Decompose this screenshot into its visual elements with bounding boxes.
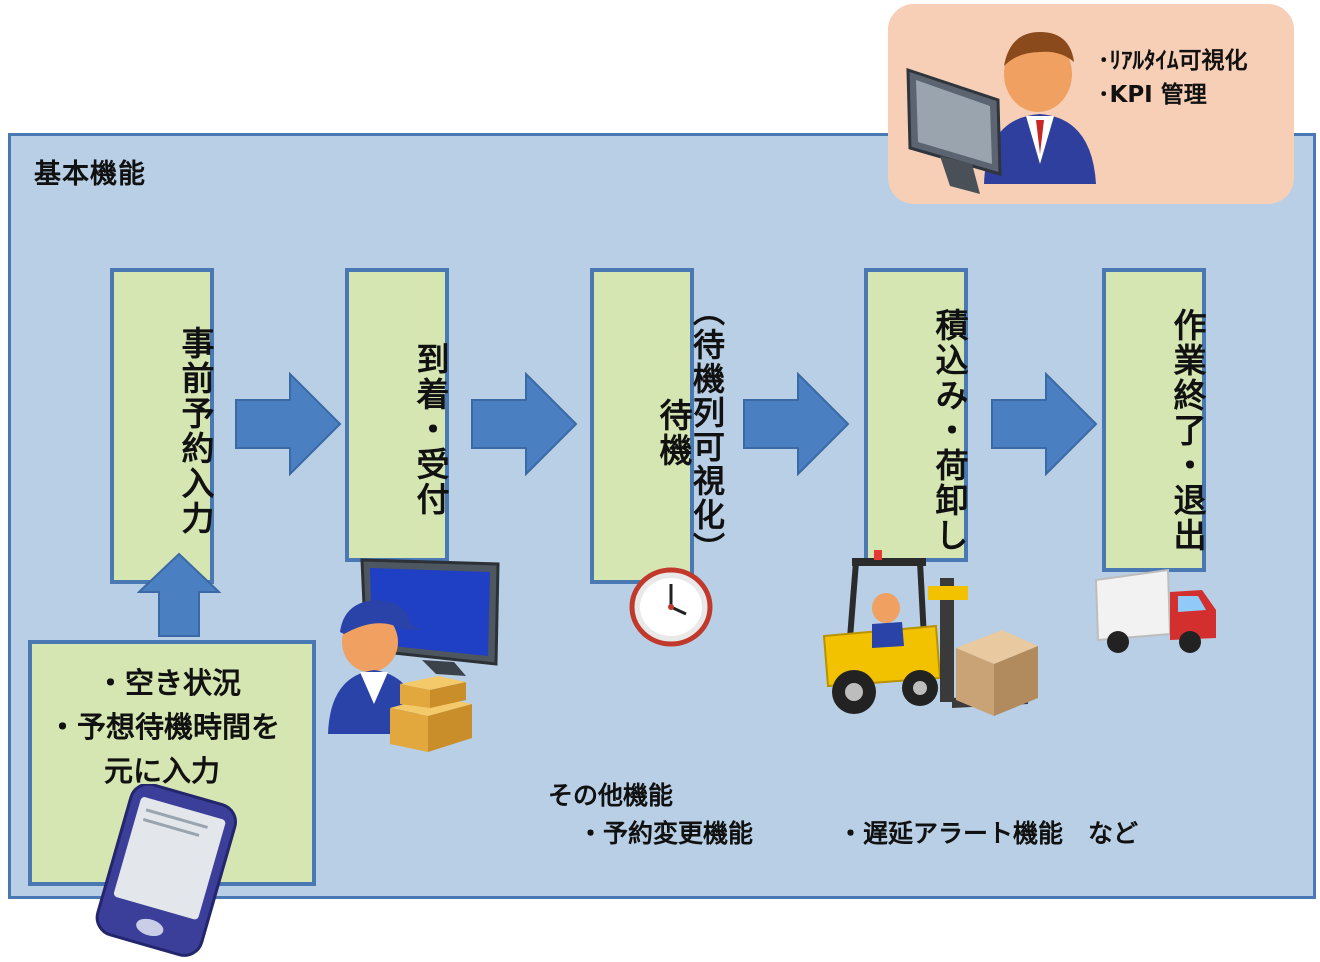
truck-icon [1094,568,1216,653]
up-arrow-icon [137,552,221,637]
flow-arrow-icon [991,372,1098,476]
flow-arrow-icon [471,372,578,476]
step-label-sub: （待機列可視化） [688,294,726,566]
panel-title: 基本機能 [34,159,146,190]
user-monitor-icon [906,32,1096,194]
step-label: 作業終了・退出 [1168,308,1207,553]
kpi-line: ･ﾘｱﾙﾀｲﾑ可視化 [1098,48,1248,74]
kpi-line: ･KPI 管理 [1098,82,1207,108]
forklift-icon [822,550,1038,716]
clock-icon [629,567,713,647]
step-label: 事前予約入力 [176,326,215,536]
step-label: 待機 [654,398,693,468]
kpi-list: ･ﾘｱﾙﾀｲﾑ可視化 ･KPI 管理 [1098,44,1248,112]
step-box-exit [1102,268,1206,572]
step-label: 積込み・荷卸し [930,308,969,553]
note-line: 元に入力 [104,754,221,788]
other-feature-item: ・予約変更機能 [578,819,754,848]
step-label: 到着・受付 [411,342,450,517]
note-line: ・予想待機時間を [48,710,281,744]
flow-arrow-icon [235,372,342,476]
note-line: ・空き状況 [96,666,242,700]
boxes-icon [390,676,472,752]
step-box-reservation [110,268,214,584]
smartphone-icon [95,784,237,957]
worker-computer-icon [328,558,500,734]
flow-arrow-icon [743,372,850,476]
other-feature-item: ・遅延アラート機能 など [838,819,1139,848]
other-features-heading: その他機能 [548,781,674,810]
reservation-note-box [28,640,316,886]
